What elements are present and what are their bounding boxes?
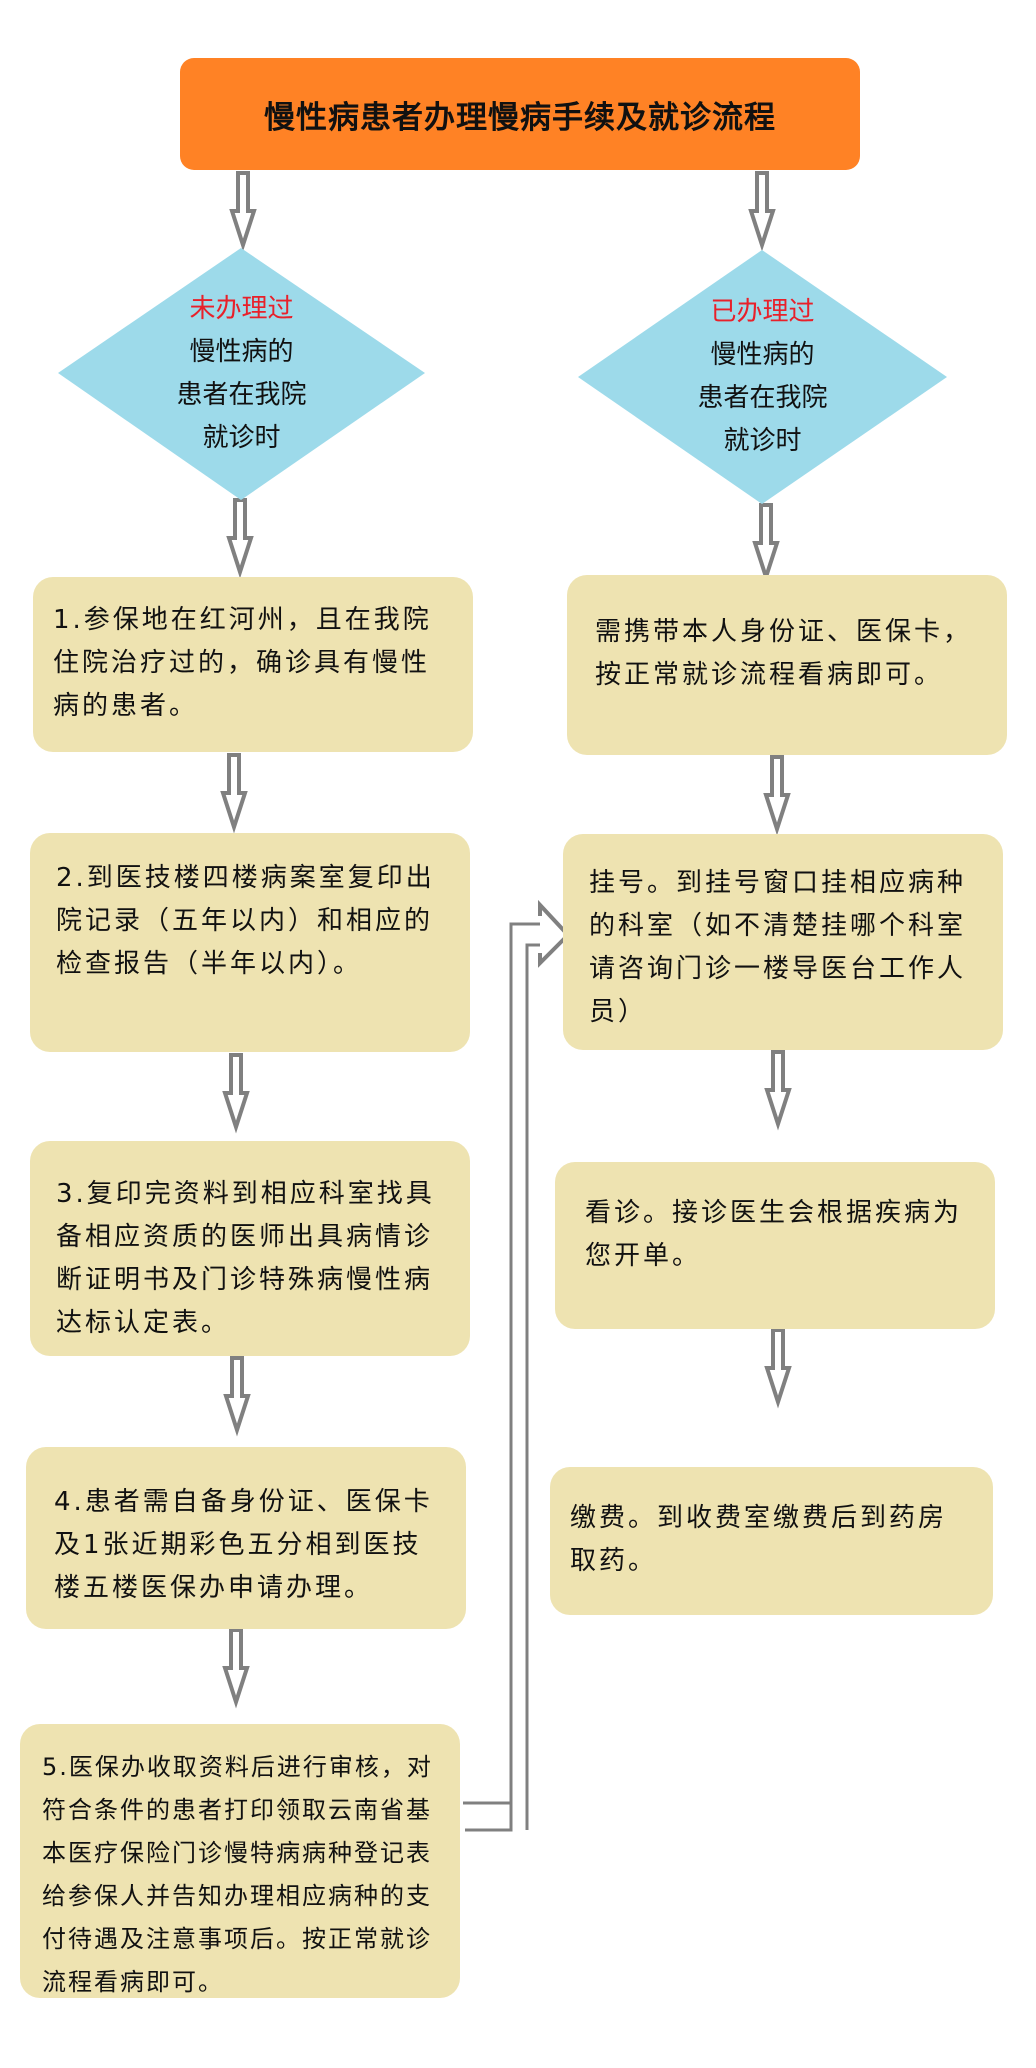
- step-3-text: 3.复印完资料到相应科室找具备相应资质的医师出具病情诊断证明书及门诊特殊病慢性病…: [56, 1179, 435, 1338]
- decision-line: 就诊时: [723, 426, 802, 456]
- step-1-box: 1.参保地在红河州，且在我院住院治疗过的，确诊具有慢性病的患者。: [33, 577, 473, 752]
- right-step-payment-box: 缴费。到收费室缴费后到药房取药。: [550, 1467, 993, 1615]
- decision-registered: 已办理过 慢性病的 患者在我院 就诊时: [578, 250, 947, 504]
- flowchart-title-box: 慢性病患者办理慢病手续及就诊流程: [180, 58, 860, 170]
- right-step-payment-text: 缴费。到收费室缴费后到药房取药。: [570, 1503, 948, 1576]
- right-step-id-text: 需携带本人身份证、医保卡，按正常就诊流程看病即可。: [595, 617, 973, 690]
- decision-not-registered: 未办理过 慢性病的 患者在我院 就诊时: [58, 248, 425, 500]
- step-4-box: 4.患者需自备身份证、医保卡及1张近期彩色五分相到医技楼五楼医保办申请办理。: [26, 1447, 466, 1629]
- decision-line: 慢性病的: [710, 340, 815, 370]
- arrow-down-icon: [765, 1328, 791, 1404]
- right-step-id-box: 需携带本人身份证、医保卡，按正常就诊流程看病即可。: [567, 575, 1007, 755]
- step-4-text: 4.患者需自备身份证、医保卡及1张近期彩色五分相到医技楼五楼医保办申请办理。: [54, 1487, 433, 1603]
- right-step-consult-text: 看诊。接诊医生会根据疾病为您开单。: [585, 1198, 963, 1271]
- right-step-register-box: 挂号。到挂号窗口挂相应病种的科室（如不清楚挂哪个科室请咨询门诊一楼导医台工作人员…: [563, 834, 1003, 1050]
- arrow-down-icon: [224, 1356, 250, 1432]
- decision-line: 慢性病的: [189, 337, 294, 367]
- decision-line: 患者在我院: [176, 380, 307, 410]
- step-2-box: 2.到医技楼四楼病案室复印出院记录（五年以内）和相应的检查报告（半年以内）。: [30, 833, 470, 1052]
- decision-line: 患者在我院: [697, 383, 828, 413]
- arrow-down-icon: [223, 1628, 249, 1704]
- arrow-down-icon: [221, 753, 247, 829]
- right-step-register-text: 挂号。到挂号窗口挂相应病种的科室（如不清楚挂哪个科室请咨询门诊一楼导医台工作人员…: [589, 868, 967, 1027]
- step-3-box: 3.复印完资料到相应科室找具备相应资质的医师出具病情诊断证明书及门诊特殊病慢性病…: [30, 1141, 470, 1356]
- step-1-text: 1.参保地在红河州，且在我院住院治疗过的，确诊具有慢性病的患者。: [53, 605, 432, 721]
- decision-highlight: 未办理过: [189, 294, 294, 324]
- arrow-down-icon: [753, 503, 779, 579]
- arrow-down-icon: [223, 1053, 249, 1129]
- arrow-down-icon: [230, 171, 256, 247]
- arrow-down-icon: [227, 498, 253, 574]
- step-5-box: 5.医保办收取资料后进行审核，对符合条件的患者打印领取云南省基本医疗保险门诊慢特…: [20, 1724, 460, 1998]
- step-5-text: 5.医保办收取资料后进行审核，对符合条件的患者打印领取云南省基本医疗保险门诊慢特…: [42, 1753, 433, 1996]
- arrow-down-icon: [764, 755, 790, 831]
- step-2-text: 2.到医技楼四楼病案室复印出院记录（五年以内）和相应的检查报告（半年以内）。: [56, 863, 435, 979]
- decision-highlight: 已办理过: [710, 297, 815, 327]
- right-step-consult-box: 看诊。接诊医生会根据疾病为您开单。: [555, 1162, 995, 1329]
- flowchart-title: 慢性病患者办理慢病手续及就诊流程: [264, 99, 776, 136]
- decision-line: 就诊时: [202, 423, 281, 453]
- arrow-down-icon: [749, 171, 775, 247]
- arrow-down-icon: [765, 1050, 791, 1126]
